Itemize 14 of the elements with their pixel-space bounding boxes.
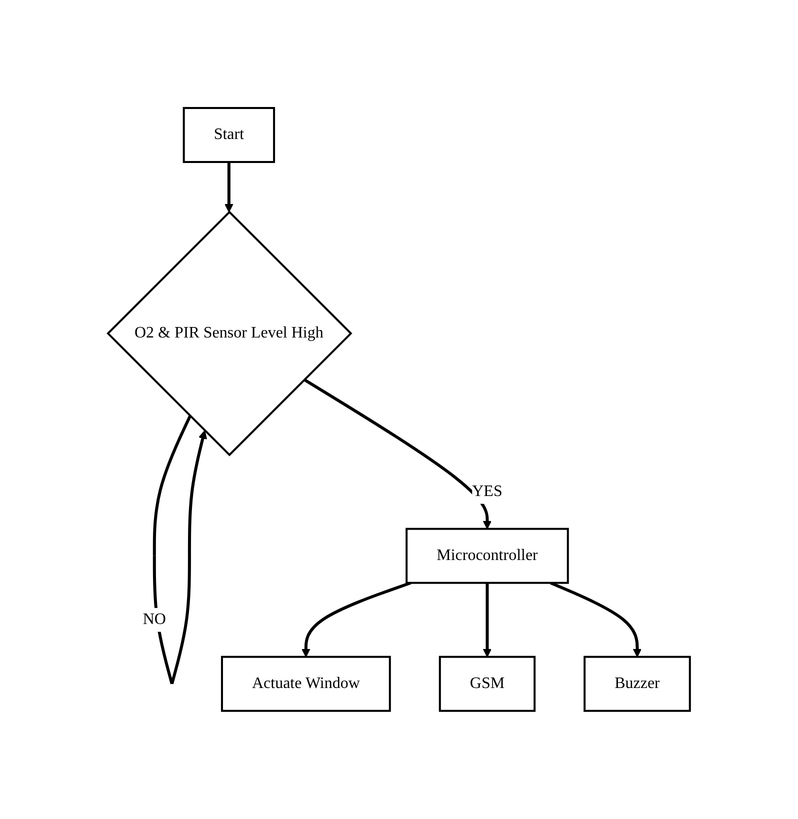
node-box: Actuate Window (221, 656, 391, 712)
node-box: GSM (438, 656, 536, 712)
arrow (152, 415, 208, 684)
node-box: Microcontroller (406, 528, 569, 584)
arrow (550, 582, 642, 658)
node-diamond: O2 & PIR Sensor Level High (106, 210, 352, 456)
arrow (482, 582, 492, 658)
edge-label: NO (142, 610, 166, 628)
node-box: Start (182, 107, 276, 164)
arrow (302, 582, 412, 658)
arrow (224, 162, 234, 212)
arrow (303, 378, 492, 530)
node-box: Buzzer (584, 656, 691, 712)
edge-label: YES (472, 482, 502, 500)
